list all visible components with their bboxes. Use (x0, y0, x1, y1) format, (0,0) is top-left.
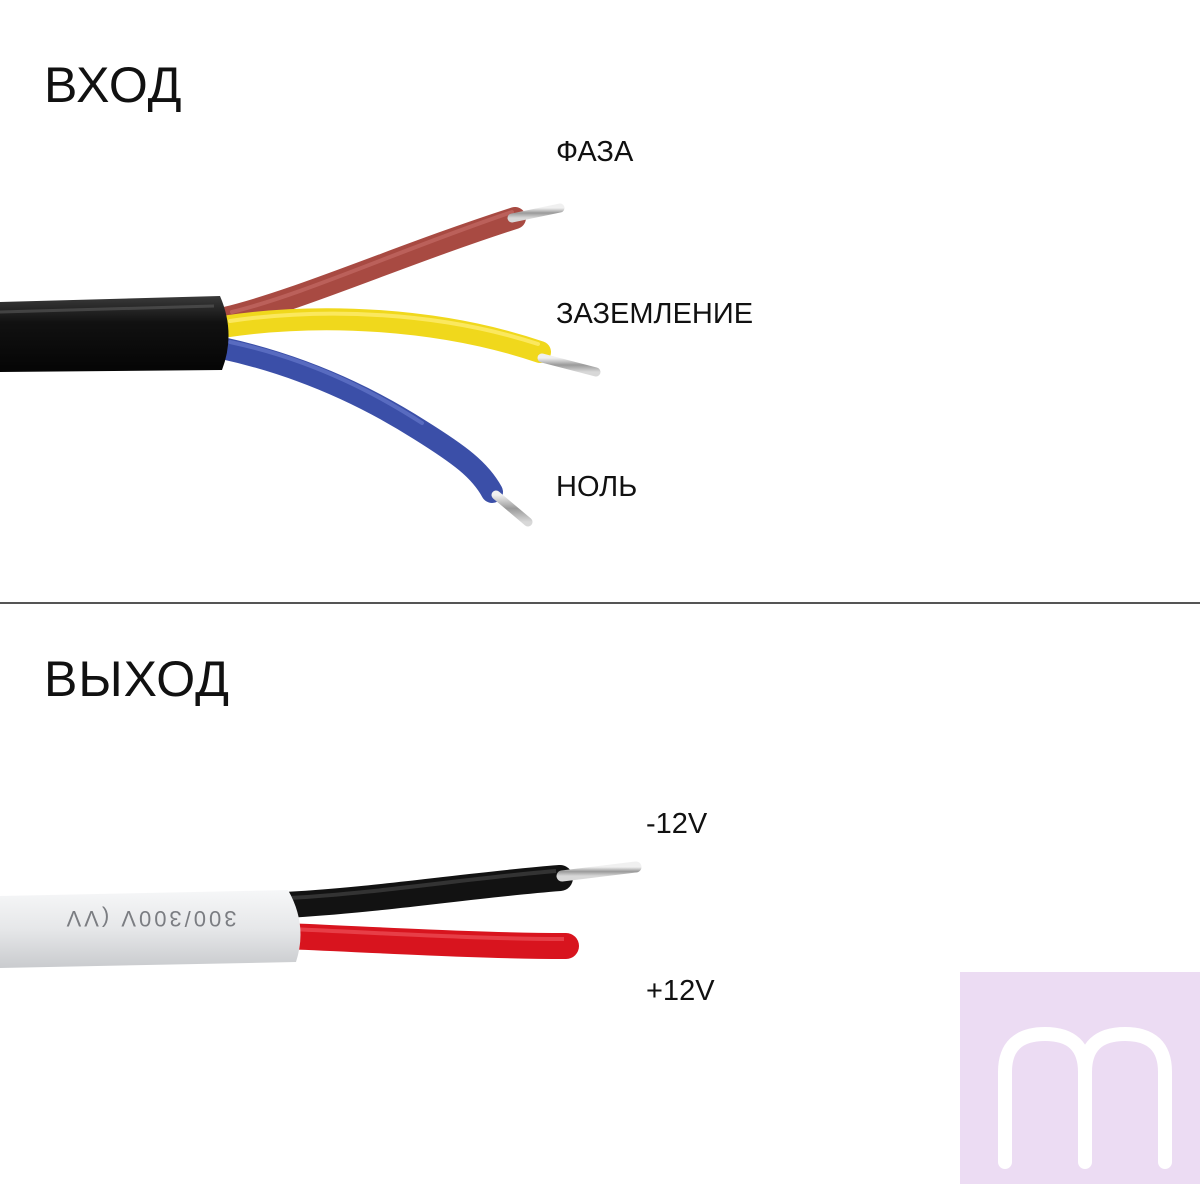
section-divider (0, 602, 1200, 604)
neutral-wire-core (491, 490, 533, 527)
output-heading: ВЫХОД (44, 651, 230, 707)
ground-wire (211, 308, 551, 363)
phase-wire-core (507, 203, 565, 223)
logo-m-icon (998, 1026, 1172, 1169)
input-heading: ВХОД (44, 57, 183, 113)
positive-wire (272, 923, 579, 959)
ground-wire-core (537, 353, 601, 377)
neutral-wire (211, 337, 503, 503)
output-cable-jacket (0, 890, 301, 968)
neutral-label: НОЛЬ (556, 471, 638, 503)
positive-label: +12V (646, 975, 715, 1007)
phase-wire (214, 207, 526, 329)
logo-watermark (960, 972, 1200, 1184)
phase-label: ФАЗА (556, 136, 634, 168)
negative-wire-core (556, 861, 642, 882)
negative-wire (272, 865, 573, 918)
ground-label: ЗАЗЕМЛЕНИЕ (556, 298, 754, 330)
output-cable: 300/300V (VV (0, 861, 646, 968)
input-cable (0, 203, 601, 527)
negative-label: -12V (646, 808, 708, 840)
cable-print: 300/300V (VV (64, 906, 237, 931)
input-cable-jacket (0, 296, 229, 372)
